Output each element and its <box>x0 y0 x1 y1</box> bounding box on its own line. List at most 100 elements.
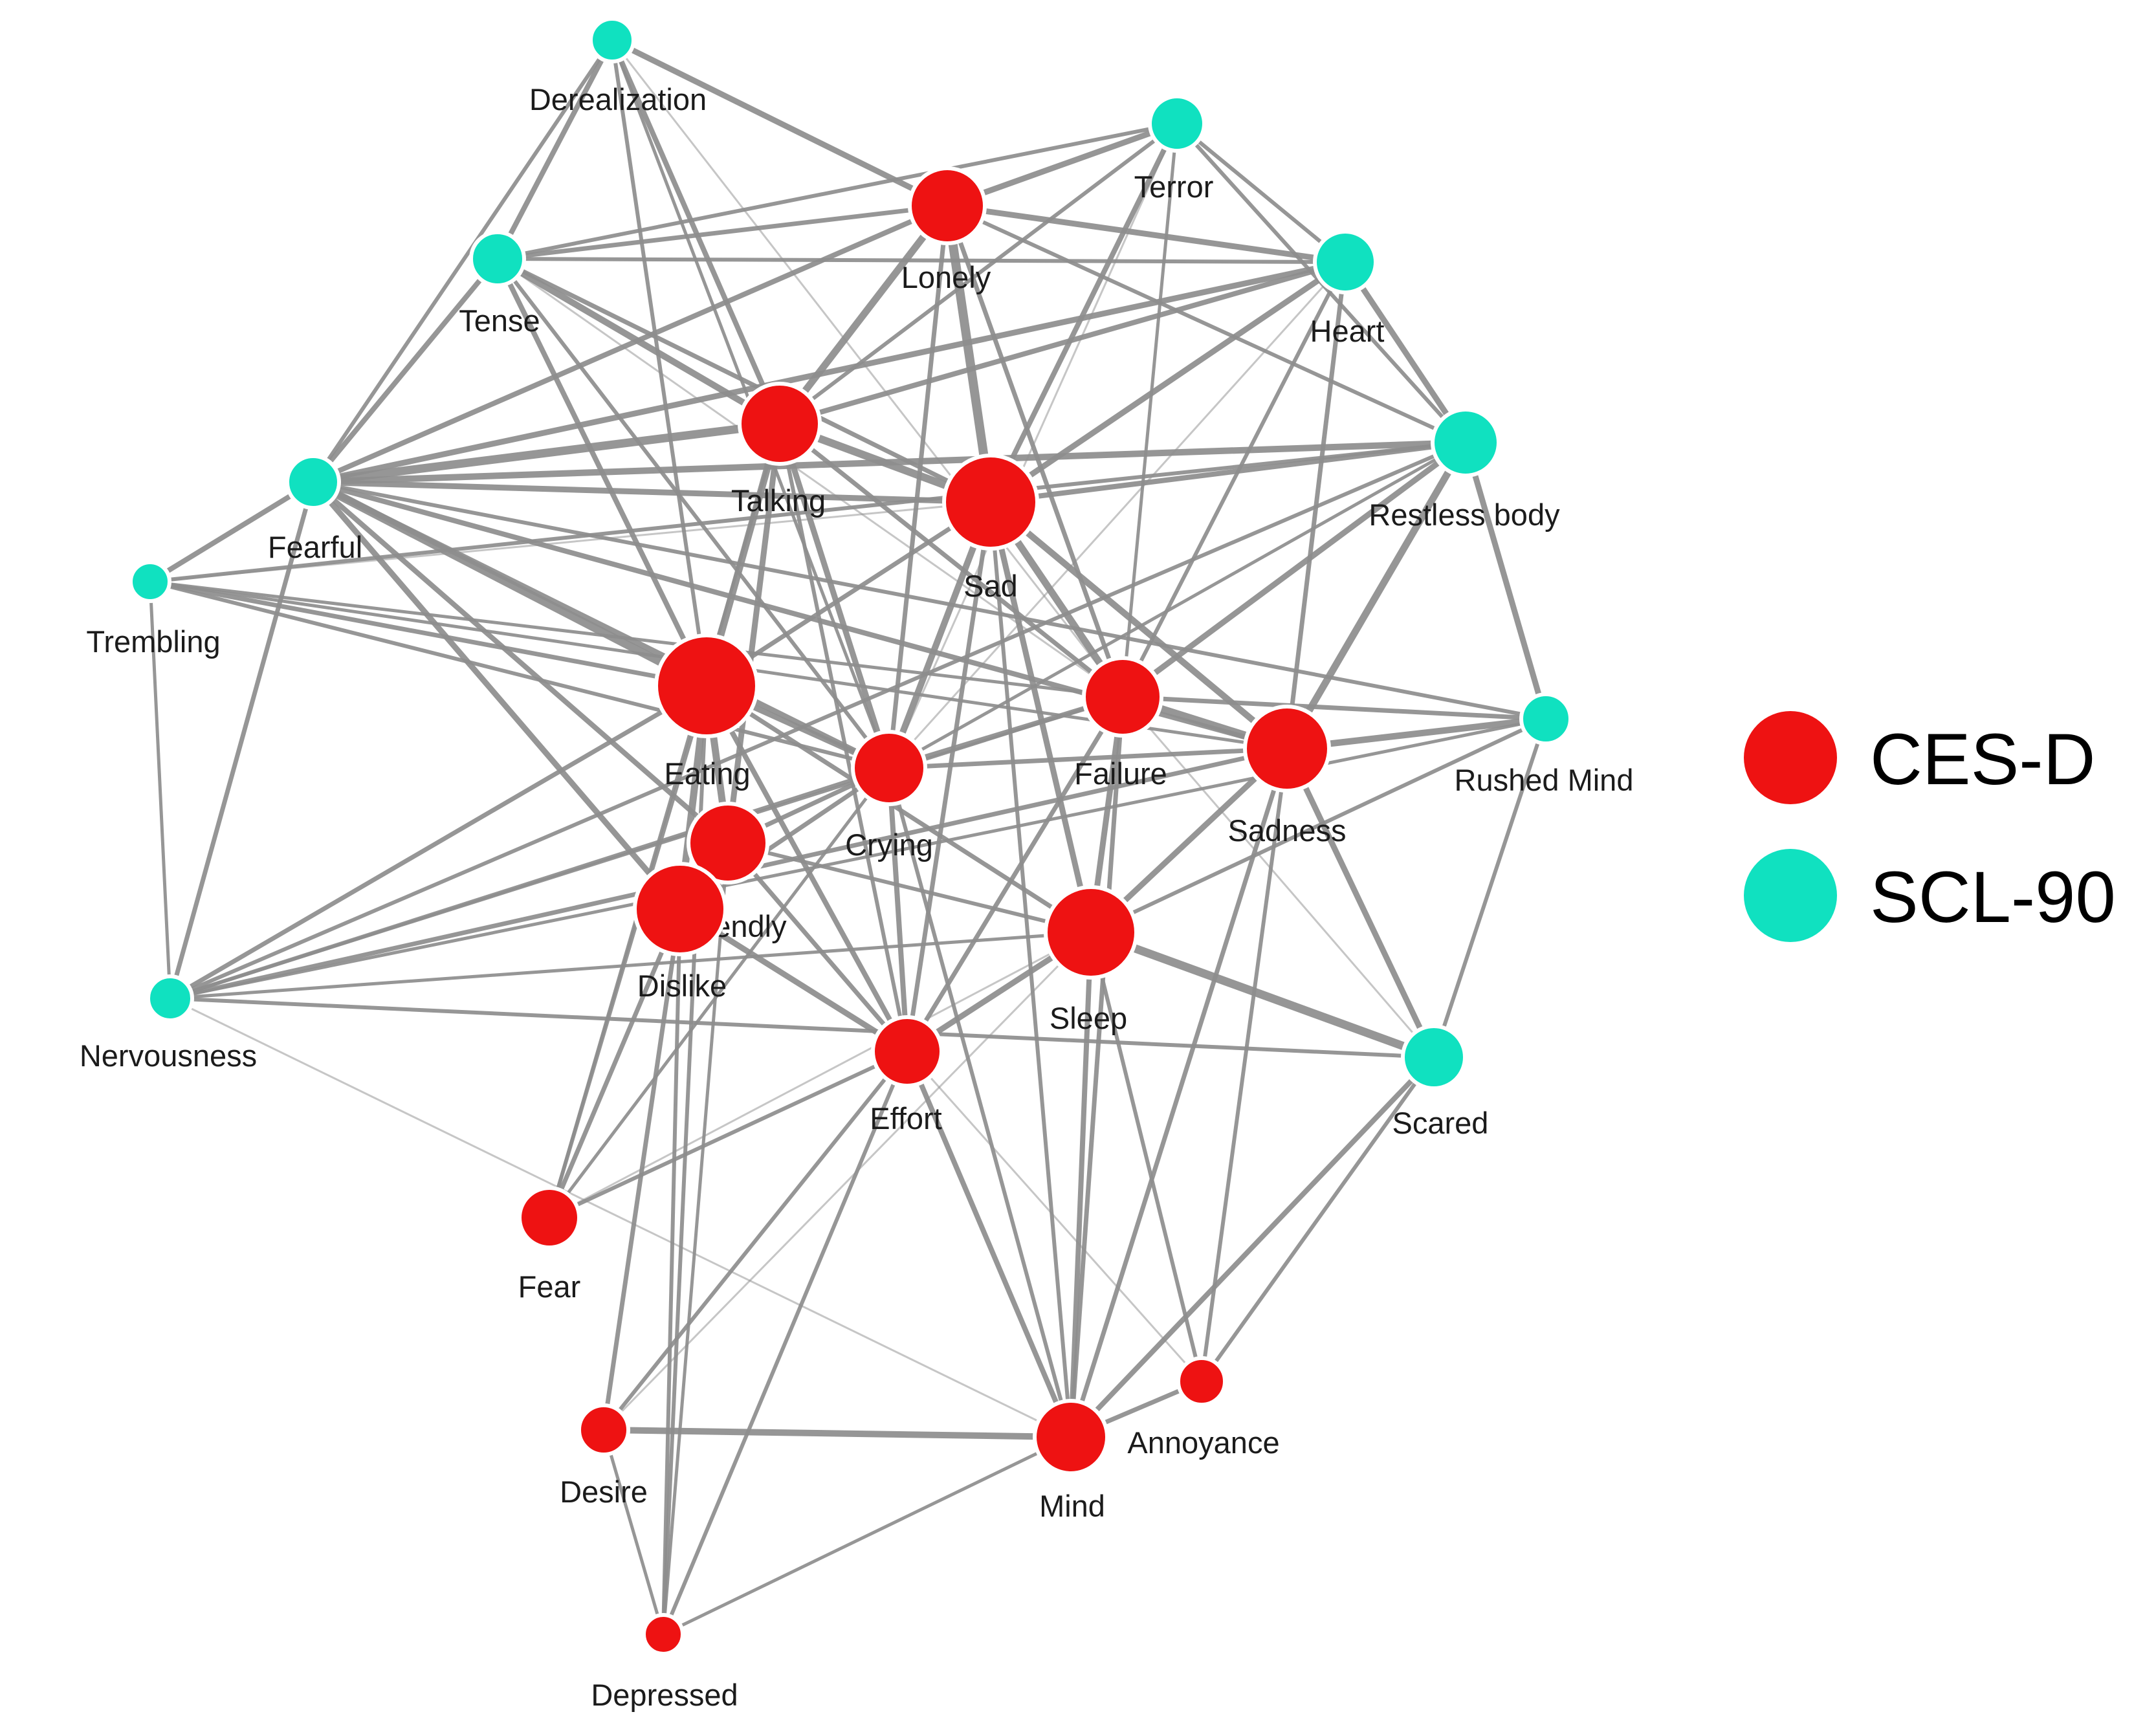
edge-trembling-failure <box>149 580 1123 699</box>
legend-cesd-label: CES-D <box>1870 719 2095 800</box>
node-friendly-circle <box>687 802 769 884</box>
edge-trembling-nervousness <box>148 581 172 999</box>
edge-sleep-desire <box>602 931 1092 1431</box>
edge-eating-effort <box>704 685 910 1053</box>
node-group-failure: Failure <box>1074 656 1167 791</box>
edge-effort-annoyance <box>906 1051 1203 1382</box>
edge-derealization-talking <box>610 39 782 425</box>
edge-rushed-scared <box>1432 718 1548 1058</box>
node-restless-circle <box>1431 408 1501 477</box>
node-sad-circle <box>942 454 1039 551</box>
edge-mind-desire <box>603 1427 1072 1440</box>
edge-tense-lonely <box>497 203 948 261</box>
node-sadness-label: Sadness <box>1228 813 1347 848</box>
node-group-eating: Eating <box>654 633 759 791</box>
edge-friendly-effort <box>726 841 909 1053</box>
edge-terror-talking <box>778 122 1178 426</box>
legend-scl90-label: SCL-90 <box>1870 857 2116 938</box>
node-group-effort: Effort <box>870 1015 943 1136</box>
edge-scared-sleep <box>1089 928 1436 1062</box>
edge-heart-sadness <box>1284 261 1348 749</box>
edge-crying-sadness <box>888 746 1288 771</box>
edge-trembling-eating <box>149 579 707 688</box>
edge-sadness-annoyance <box>1200 748 1289 1382</box>
node-group-sleep: Sleep <box>1044 885 1138 1035</box>
edge-fearful-derealization <box>311 39 614 483</box>
node-group-scared: Scared <box>1392 1024 1488 1140</box>
node-talking-label: Talking <box>731 483 826 518</box>
node-group-fear: Fear <box>518 1186 581 1304</box>
edge-trembling-crying <box>149 580 890 770</box>
node-derealization-circle <box>589 17 635 63</box>
edge-trembling-sad <box>149 501 991 583</box>
edge-heart-lonely <box>947 203 1346 265</box>
edge-terror-sad <box>988 122 1180 503</box>
edge-heart-failure <box>1121 261 1347 698</box>
edge-lonely-sad <box>943 204 995 503</box>
node-group-terror: Terror <box>1134 94 1213 204</box>
edge-fearful-tense <box>311 257 500 484</box>
edge-effort-fear <box>548 1049 908 1220</box>
edge-talking-friendly <box>725 423 783 844</box>
edge-dislike-depressed <box>661 908 682 1635</box>
node-crying-circle <box>851 730 927 806</box>
edge-sad-effort <box>905 501 993 1052</box>
edge-restless-failure <box>1121 440 1468 699</box>
edge-effort-desire <box>602 1050 909 1431</box>
node-group-dislike: Dislike <box>633 862 727 1003</box>
node-group-restless: Restless body <box>1369 408 1560 532</box>
node-trembling-label: Trembling <box>86 624 220 659</box>
edge-friendly-sleep <box>727 841 1092 934</box>
edge-rushed-failure <box>1122 694 1546 721</box>
legend-scl90-swatch <box>1744 849 1837 942</box>
edge-fearful-crying <box>311 479 891 771</box>
legend-cesd-swatch <box>1744 711 1837 804</box>
edge-scared-sadness <box>1284 747 1437 1059</box>
edge-restless-rushed <box>1462 441 1549 720</box>
edge-scared-mind <box>1069 1055 1436 1439</box>
edge-nervousness-scared <box>170 996 1435 1059</box>
node-eating-circle <box>654 633 759 738</box>
edge-crying-effort <box>886 767 910 1052</box>
node-heart-circle <box>1313 230 1378 294</box>
node-group-derealization: Derealization <box>529 17 707 116</box>
node-sleep-label: Sleep <box>1050 1001 1127 1035</box>
edge-friendly-depressed <box>661 842 730 1635</box>
edge-heart-sad <box>989 259 1347 505</box>
node-tense-circle <box>469 230 526 287</box>
edge-scared-failure <box>1121 696 1435 1058</box>
node-lonely-circle <box>908 166 987 245</box>
node-desire-circle <box>577 1403 630 1456</box>
edge-tense-derealization <box>495 39 615 260</box>
edge-tense-talking <box>496 256 782 427</box>
node-group-annoyance: Annoyance <box>1127 1356 1280 1460</box>
edge-failure-mind <box>1068 696 1125 1438</box>
edge-restless-sad <box>990 440 1466 505</box>
node-nervousness-circle <box>146 974 194 1022</box>
edge-heart-restless <box>1343 260 1468 444</box>
node-mind-circle <box>1033 1399 1109 1475</box>
node-lonely-label: Lonely <box>901 260 991 294</box>
node-fear-circle <box>518 1186 581 1249</box>
node-group-depressed: Depressed <box>591 1613 738 1712</box>
edge-fearful-rushed <box>313 480 1546 721</box>
edge-desire-depressed <box>602 1429 665 1635</box>
node-sadness-circle <box>1243 705 1331 793</box>
edge-sad-sadness <box>988 499 1290 751</box>
node-rushed-label: Rushed Mind <box>1455 763 1634 797</box>
node-sad-label: Sad <box>963 569 1018 603</box>
node-group-talking: Talking <box>731 382 826 518</box>
edge-tense-heart <box>497 257 1346 264</box>
edge-nervousness-eating <box>169 683 708 1001</box>
edge-effort-mind <box>905 1050 1073 1438</box>
edge-lonely-crying <box>886 205 950 769</box>
edge-fearful-trembling <box>148 479 315 584</box>
edge-derealization-eating <box>610 39 709 686</box>
node-nervousness-label: Nervousness <box>80 1038 257 1073</box>
edge-sleep-annoyance <box>1089 932 1204 1382</box>
edge-tense-terror <box>497 122 1178 261</box>
edge-fearful-dislike <box>311 480 683 911</box>
edge-lonely-failure <box>945 204 1125 698</box>
